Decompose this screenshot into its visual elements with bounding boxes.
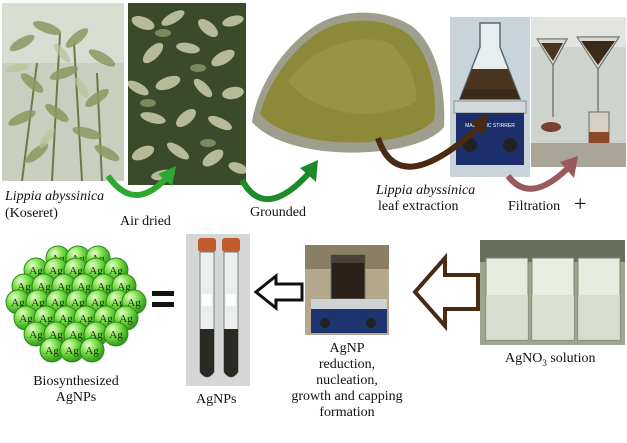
nanoparticle-label: Ag: [19, 313, 33, 325]
nanoparticle-label: Ag: [29, 329, 43, 341]
nanoparticle-label: Ag: [51, 297, 65, 309]
dried-leaves-photo: [128, 3, 246, 185]
stirrer-label: MAGNETIC STIRRER: [465, 123, 515, 129]
agnps-label: AgNPs: [196, 392, 237, 407]
nanoparticle: [79, 337, 105, 363]
plant-name-label: Lippia abyssinica: [5, 189, 105, 204]
reaction-line: nucleation,: [316, 373, 378, 388]
nanoparticle-label: Ag: [79, 313, 93, 325]
nanoparticle-label: Ag: [119, 313, 133, 325]
nanoparticle-label: Ag: [65, 345, 79, 357]
nanoparticle-label: Ag: [91, 297, 105, 309]
nanoparticle-label: Ag: [59, 313, 73, 325]
ground-powder-photo: [248, 2, 448, 167]
nanoparticle-label: Ag: [45, 345, 59, 357]
nanoparticle-label: Ag: [49, 265, 63, 277]
extraction-label: leaf extraction: [378, 199, 459, 214]
nanoparticle-label: Ag: [31, 297, 45, 309]
extraction-name-label: Lippia abyssinica: [376, 183, 476, 198]
nanoparticle-label: Ag: [71, 297, 85, 309]
equals-sign: [152, 291, 174, 307]
plant-local-name-label: (Koseret): [5, 206, 58, 221]
silver-nitrate-prefix: AgNO: [505, 351, 543, 366]
air-dried-label: Air dried: [120, 214, 171, 229]
reaction-photo: [305, 245, 389, 335]
nanoparticle-label: Ag: [29, 265, 43, 277]
nanoparticle-label: Ag: [109, 265, 123, 277]
biosynthesized-line-2: AgNPs: [55, 390, 97, 405]
nanoparticle-label: Ag: [99, 313, 113, 325]
green-arrow-2: [239, 160, 318, 202]
plus-sign: +: [574, 191, 587, 216]
biosynthesized-line-1: Biosynthesized: [33, 374, 119, 389]
nanoparticle: [103, 321, 129, 347]
reaction-line: formation: [319, 405, 375, 420]
nanoparticle-label: Ag: [11, 297, 25, 309]
grounded-label: Grounded: [250, 205, 306, 220]
biosynthesized-label: Biosynthesized AgNPs: [22, 374, 130, 406]
brown-arrow-1: [375, 114, 488, 170]
hollow-arrow-black: [253, 272, 304, 312]
green-arrow-1: [105, 166, 176, 198]
nanoparticle-label: Ag: [89, 265, 103, 277]
plant-photo: [2, 3, 124, 181]
nanoparticle-label: Ag: [109, 329, 123, 341]
silver-nitrate-label: AgNO3 solution: [505, 351, 595, 371]
rose-arrow-1: [505, 156, 578, 192]
hollow-arrow-brown: [412, 252, 480, 332]
silver-nitrate-subscript: 3: [542, 357, 547, 368]
extraction-photo: MAGNETIC STIRRER: [450, 17, 530, 177]
reaction-line: reduction,: [318, 357, 376, 372]
reaction-line: growth and capping: [291, 389, 403, 404]
test-tubes-photo: [186, 234, 250, 386]
reaction-line: AgNP: [329, 341, 365, 356]
nanoparticle-label: Ag: [69, 265, 83, 277]
filtration-photo: [531, 17, 626, 167]
silver-nitrate-photo: [480, 240, 625, 345]
reaction-steps-label: AgNP reduction, nucleation, growth and c…: [284, 341, 410, 421]
nanoparticle-label: Ag: [39, 313, 53, 325]
nanoparticle-label: Ag: [127, 297, 141, 309]
silver-nitrate-suffix: solution: [546, 351, 596, 366]
nanoparticle-label: Ag: [85, 345, 99, 357]
filtration-label: Filtration: [508, 199, 561, 214]
